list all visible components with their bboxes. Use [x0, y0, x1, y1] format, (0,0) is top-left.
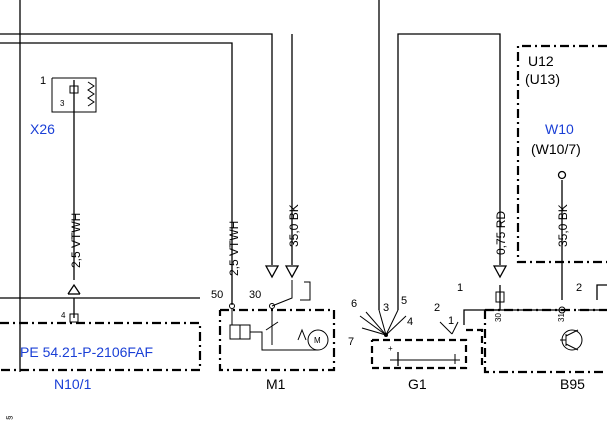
b95-pin-2: 2 — [576, 282, 582, 294]
corner-mark: § — [5, 416, 14, 420]
m1-motor-symbol: M — [314, 336, 321, 345]
g1-pin-1: 1 — [448, 315, 454, 327]
m1-starter: 50 30 M M1 — [211, 280, 336, 392]
u12-label: U12 — [528, 53, 554, 69]
m1-pin-50: 50 — [211, 289, 223, 301]
wire-label-m1-50: 2,5 VTWH — [227, 221, 241, 276]
wire-label-m1-30: 35,0 BK — [287, 204, 301, 247]
m1-label: M1 — [266, 376, 286, 392]
n10-pin-4: 4 — [61, 311, 66, 320]
x26-label: X26 — [30, 121, 55, 137]
n10-part-number: PE 54.21-P-2106FAF — [20, 344, 153, 360]
b95-pin-1: 1 — [457, 282, 463, 294]
wire-label-b95-30: 0,75 RD — [494, 211, 508, 255]
w10-label: W10 — [545, 121, 574, 137]
b95-sensor: 1 2 30 31 B95 — [457, 282, 607, 392]
n10-label: N10/1 — [54, 376, 92, 392]
b95-label: B95 — [560, 376, 585, 392]
w10-alt-label: (W10/7) — [531, 141, 581, 157]
b95-pin-30: 30 — [494, 313, 503, 322]
wire-label-w10: 35,0 BK — [556, 204, 570, 247]
g1-plus: + — [388, 344, 393, 353]
wire-lines — [0, 0, 607, 372]
g1-label: G1 — [408, 376, 427, 392]
m1-pin-30: 30 — [249, 289, 261, 301]
n10-module: 4 PE 54.21-P-2106FAF N10/1 — [0, 311, 202, 392]
g1-pin-2: 2 — [434, 302, 440, 314]
u12-alt-label: (U13) — [525, 71, 560, 87]
x26-pin-3: 3 — [60, 99, 65, 108]
g1-pin-3: 3 — [383, 302, 389, 314]
g1-pin-6: 6 — [351, 298, 357, 310]
u12-module: U12 (U13) W10 (W10/7) — [516, 44, 607, 264]
connector-arrows — [67, 265, 508, 295]
g1-battery: 6 3 5 7 4 2 1 + G1 — [348, 295, 484, 392]
g1-pin-7: 7 — [348, 336, 354, 348]
x26-connector: 1 3 X26 — [30, 75, 97, 137]
wire-label-x26: 2,5 VTWH — [69, 213, 83, 268]
g1-pin-4: 4 — [407, 316, 413, 328]
g1-pin-5: 5 — [401, 295, 407, 307]
b95-pin-31: 31 — [557, 313, 566, 322]
x26-pin-1: 1 — [40, 75, 46, 87]
